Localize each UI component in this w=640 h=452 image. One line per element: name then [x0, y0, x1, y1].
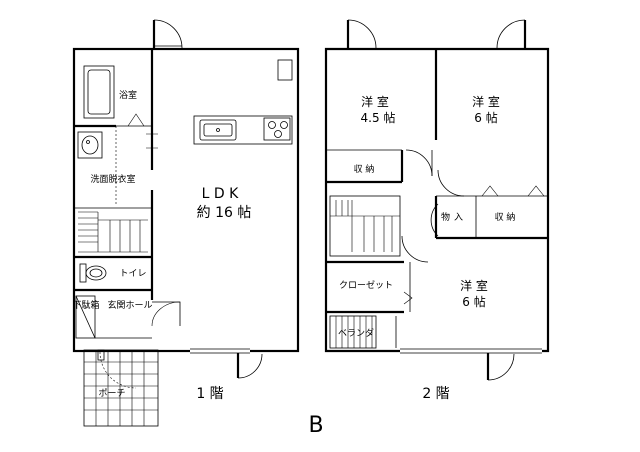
washbasin: [77, 131, 103, 159]
floor-1-plan: [72, 19, 300, 427]
label-veranda: ベランダ: [338, 327, 374, 339]
floor-1-label: 1 階: [196, 386, 223, 402]
label-storeroom: 物入: [441, 211, 463, 223]
veranda: [329, 315, 397, 349]
label-ldk: L D K: [202, 186, 239, 202]
label-storage2: 収 納: [495, 211, 516, 223]
label-ldk-size: 約 16 帖: [197, 205, 252, 221]
kitchen-counter: [193, 115, 293, 145]
door-ldk-bottom: [190, 348, 263, 379]
floor-2-plan: [324, 19, 550, 381]
label-porch: ポーチ: [98, 388, 125, 399]
door-room1: [405, 149, 433, 177]
stairs-floor-1: [78, 211, 148, 253]
label-bath: 浴室: [119, 89, 137, 101]
label-shoe-box: 下駄箱: [72, 299, 99, 311]
door-floor-2-top-left: [346, 19, 377, 49]
door-floor-2-bottom: [400, 348, 542, 381]
door-floor-1-top: [152, 19, 183, 49]
bathtub: [83, 65, 115, 119]
refrigerator: [277, 59, 293, 81]
label-room3: 洋 室: [460, 278, 488, 293]
porch: [83, 349, 159, 427]
label-closet: クローゼット: [339, 279, 393, 291]
label-room2: 洋 室: [472, 94, 500, 109]
floor-2-label: 2 階: [422, 386, 449, 402]
type-label: B: [308, 413, 323, 438]
label-room1-size: 4.5 帖: [361, 110, 396, 125]
floor-2-outer-wall: [324, 47, 550, 353]
label-room1: 洋 室: [361, 94, 389, 109]
door-room2: [437, 169, 465, 197]
door-floor-2-top-right: [496, 19, 527, 49]
stairs-floor-2: [329, 195, 401, 257]
label-room2-size: 6 帖: [474, 110, 497, 125]
door-room3: [401, 235, 429, 263]
toilet-fixture: [79, 263, 107, 283]
floor-1-outer-wall: [72, 47, 300, 353]
label-storage1: 収 納: [354, 163, 375, 175]
label-toilet: トイレ: [119, 269, 146, 279]
label-washroom: 洗面脱衣室: [90, 173, 135, 185]
label-entrance: 玄関ホール: [107, 299, 152, 311]
label-room3-size: 6 帖: [462, 294, 485, 309]
